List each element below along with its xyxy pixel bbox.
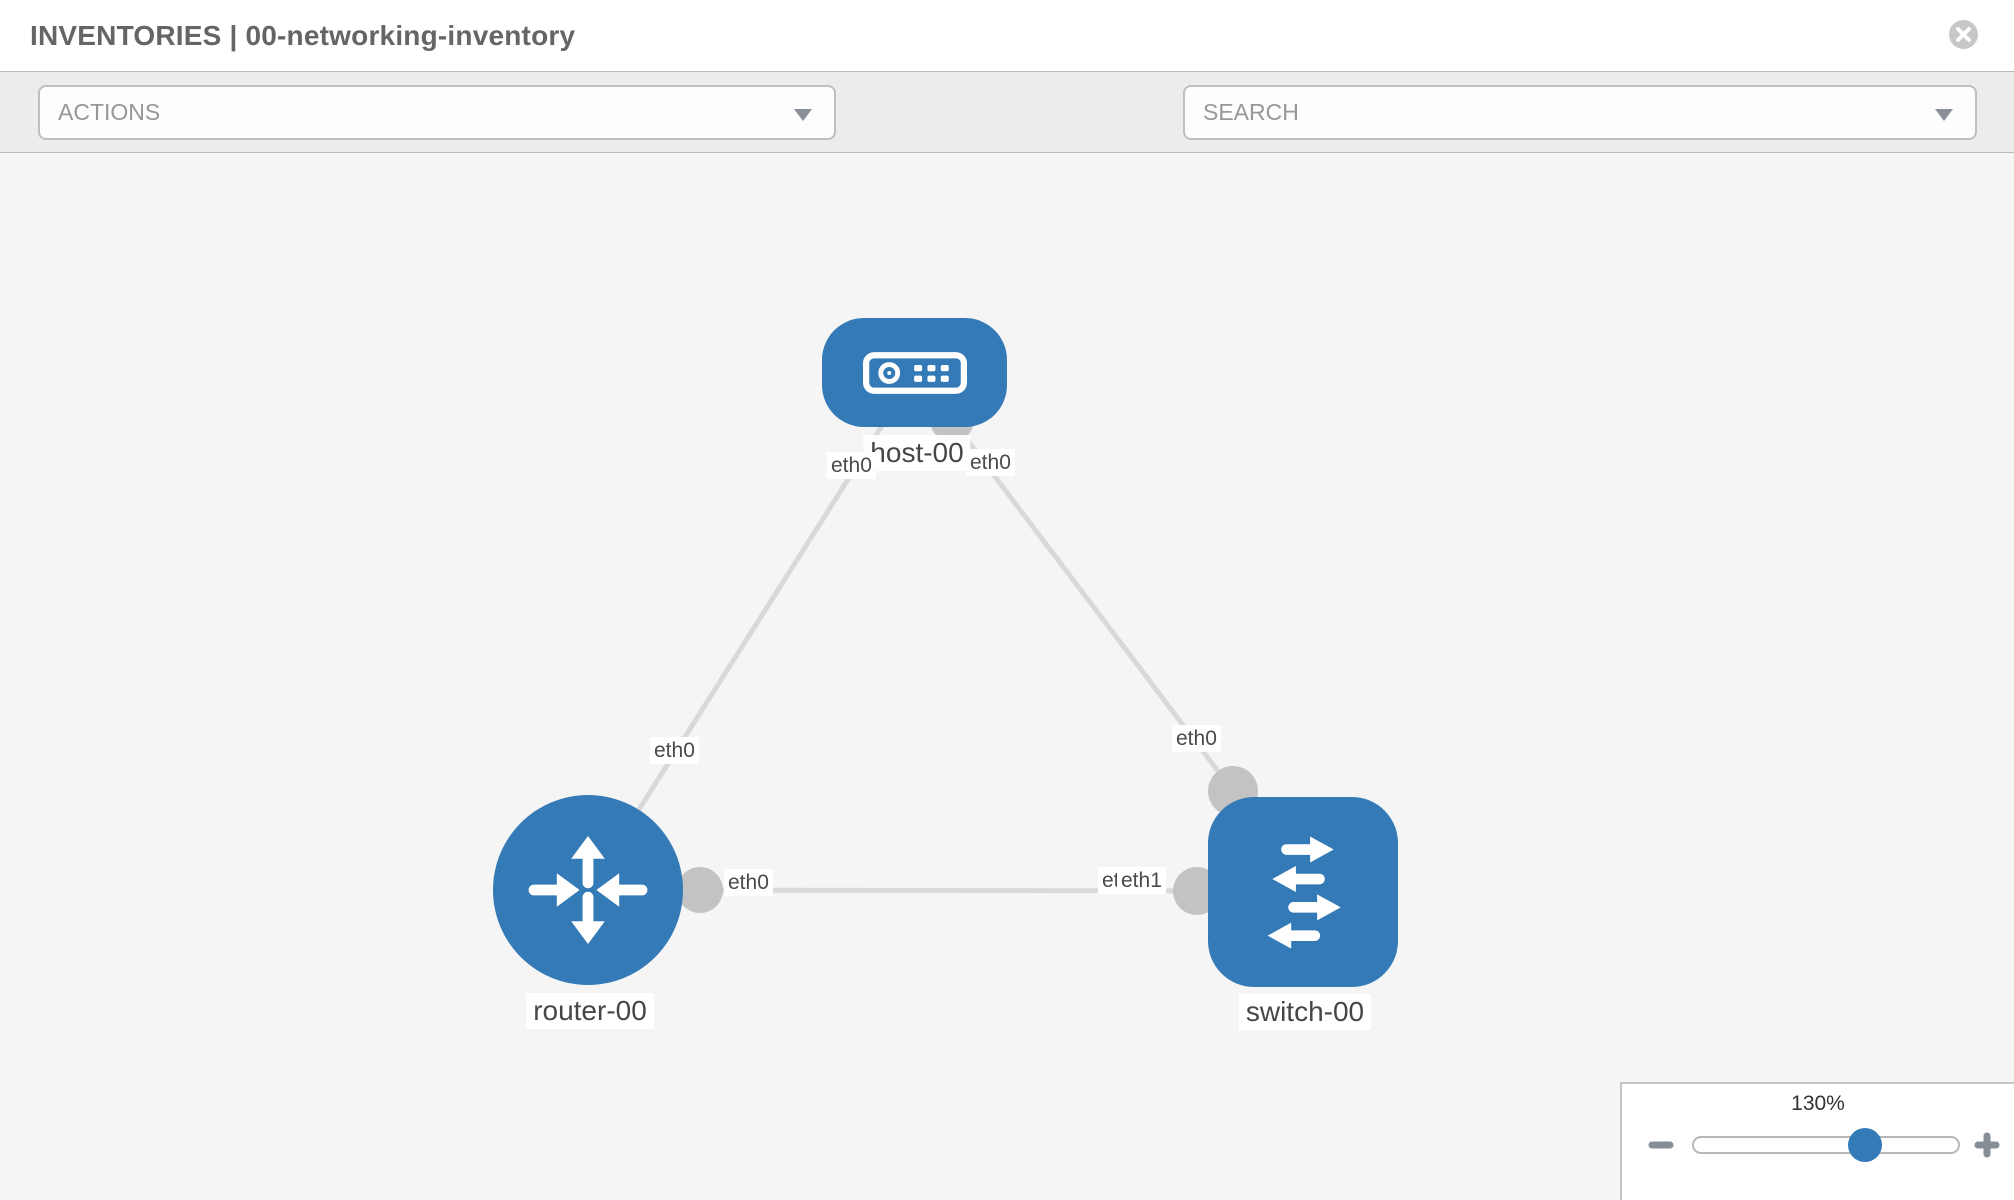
zoom-out-button[interactable] [1646,1130,1676,1160]
close-icon [1956,27,1971,42]
host-icon [862,351,967,394]
zoom-slider-handle[interactable] [1848,1128,1882,1162]
node-host-00[interactable] [822,318,1007,427]
interface-label: eth0 [1172,725,1221,752]
modal-header: INVENTORIES | 00-networking-inventory [0,0,2014,72]
interface-label: eth0 [724,869,773,896]
node-label-host: host-00 [863,435,971,471]
interface-label: eth0 [650,737,699,764]
interface-dot [677,867,723,913]
actions-dropdown[interactable]: ACTIONS [38,85,836,140]
zoom-level: 130% [1791,1092,1845,1115]
zoom-control-panel: 130% [1620,1082,2014,1200]
topology-links-layer [585,370,1304,915]
page-title: INVENTORIES | 00-networking-inventory [30,20,576,51]
interface-label: eth0 [827,452,876,479]
node-switch-00[interactable] [1208,797,1398,987]
interface-label: eth1 [1117,867,1166,894]
search-dropdown-value: SEARCH [1203,99,1299,125]
close-button[interactable] [1949,20,1978,49]
plus-icon [1974,1132,2000,1158]
interface-label: eth0 [966,449,1015,476]
topology-toolbar: ACTIONS SEARCH [0,72,2014,202]
switch-icon [1267,836,1341,949]
zoom-in-button[interactable] [1972,1130,2002,1160]
zoom-slider-track[interactable] [1692,1136,1960,1154]
node-label-router: router-00 [526,993,654,1029]
router-icon [528,836,648,944]
actions-dropdown-value: ACTIONS [58,99,161,125]
search-dropdown[interactable]: SEARCH [1183,85,1977,140]
chevron-down-icon [1935,109,1953,121]
topology-canvas[interactable]: host-00 router-00 switch-00 eth0 eth0 et… [0,153,2014,1200]
node-router-00[interactable] [493,795,683,985]
node-label-switch: switch-00 [1238,994,1372,1030]
chevron-down-icon [794,109,812,121]
